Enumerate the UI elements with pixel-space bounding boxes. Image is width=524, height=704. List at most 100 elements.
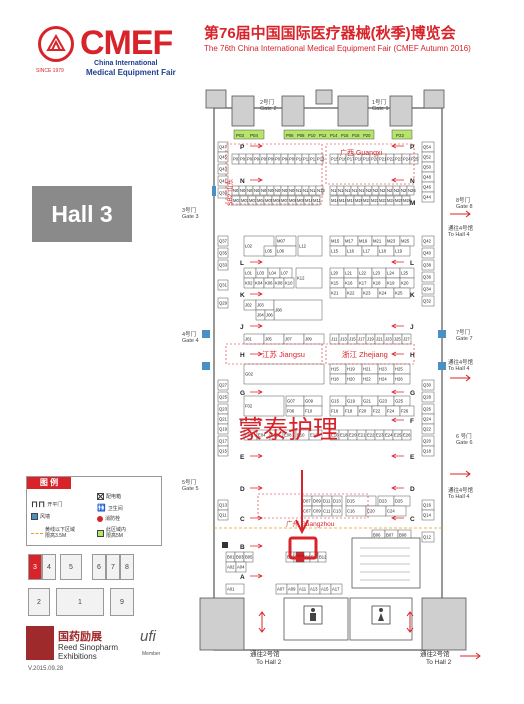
booth-label: A09 (288, 587, 296, 592)
booth-label: F26 (401, 409, 409, 414)
booth-q11[interactable] (217, 509, 229, 521)
booth-q28[interactable] (421, 391, 435, 403)
booth-label: A07 (277, 587, 285, 592)
booth-f10[interactable] (303, 405, 323, 417)
booth-q43[interactable] (217, 163, 229, 175)
booth-j06[interactable] (264, 309, 275, 321)
booth-a04[interactable] (235, 561, 247, 573)
row-letter-left: K (240, 292, 245, 299)
booth-label: A01 (227, 587, 235, 592)
booth-e26[interactable] (401, 429, 412, 441)
booth-q31[interactable] (217, 279, 229, 291)
booth-label: D09 (313, 499, 321, 504)
booth-label: P08 (282, 157, 290, 162)
booth-k10[interactable] (283, 277, 295, 289)
booth-label: A17 (332, 587, 340, 592)
booth-q19[interactable] (217, 423, 229, 435)
booth-label: M01 (233, 198, 242, 203)
legend-item-wind-wall: 风墙 (31, 513, 50, 520)
row-letter-right: G (410, 390, 415, 397)
booth-q30[interactable] (421, 379, 435, 391)
booth-q32[interactable] (421, 295, 435, 307)
booth-label: N21 (373, 188, 381, 193)
booth-q42[interactable] (421, 235, 435, 247)
booth-e12[interactable] (308, 429, 323, 441)
gate-8-label: 8号门 Gate 8 (456, 196, 473, 210)
booth-c13[interactable] (331, 505, 343, 517)
booth-q39[interactable] (217, 187, 229, 199)
booth-q35[interactable] (217, 247, 229, 259)
wind-wall (212, 186, 216, 196)
booth-q14[interactable] (421, 509, 435, 521)
booth-q38[interactable] (421, 259, 435, 271)
booth-q36[interactable] (421, 271, 435, 283)
booth-label: N19 (359, 188, 367, 193)
booth-label: Q22 (423, 427, 432, 432)
booth-m26[interactable] (401, 195, 411, 206)
booth-label: K19 (387, 281, 395, 286)
booth-label: L23 (373, 271, 381, 276)
booth-label: P04 (254, 157, 262, 162)
booth-label: N01 (233, 188, 241, 193)
booth-q29[interactable] (217, 297, 229, 309)
wind-wall (438, 330, 446, 338)
ufi-logo: ufi (140, 628, 156, 645)
booth-label: P15 (331, 157, 339, 162)
booth-f26[interactable] (399, 405, 415, 417)
booth-a01[interactable] (225, 583, 245, 595)
booth-p13[interactable] (315, 153, 324, 165)
booth-p03-p04[interactable] (233, 129, 265, 140)
booth-f02[interactable] (243, 395, 285, 417)
booth-b12[interactable] (317, 551, 327, 563)
booth-m11[interactable] (311, 195, 321, 206)
booth-label: Q38 (423, 263, 432, 268)
booth-q41[interactable] (217, 175, 229, 187)
booth-label: P03 (247, 157, 255, 162)
booth-label: A04 (237, 565, 245, 570)
booth-q15[interactable] (217, 445, 229, 457)
booth-a17[interactable] (330, 583, 343, 595)
booth-c24[interactable] (385, 505, 407, 517)
booth-g02[interactable] (243, 363, 325, 385)
booth-label: J21 (376, 337, 383, 342)
booth-p22[interactable] (391, 129, 413, 140)
booth-q33[interactable] (217, 259, 229, 271)
booth-h26[interactable] (393, 373, 411, 385)
corner-block (421, 597, 467, 651)
booth-label: M10 (305, 198, 314, 203)
booth-q44[interactable] (421, 191, 435, 203)
booth-label: E24 (385, 433, 393, 438)
booth-l06[interactable] (275, 245, 297, 257)
booth-label: Q11 (219, 513, 227, 518)
booth-label: Q45 (219, 155, 228, 160)
booth-l12[interactable] (297, 235, 323, 257)
booth-q25[interactable] (217, 391, 229, 403)
booth-q40[interactable] (421, 247, 435, 259)
booth-label: B08 (399, 533, 407, 538)
booth-b05[interactable] (243, 551, 254, 563)
booth-q27[interactable] (217, 379, 229, 391)
booth-label: P21 (379, 157, 387, 162)
marked-booth-highlight[interactable] (288, 536, 318, 560)
booth-l19[interactable] (393, 245, 411, 257)
booth-q22[interactable] (421, 423, 435, 435)
booth-n26[interactable] (406, 185, 415, 196)
booth-k25[interactable] (393, 287, 411, 299)
overview-hall-6: 6 (92, 554, 106, 580)
page-title-cn: 第76届中国国际医疗器械(秋季)博览会 (204, 25, 456, 42)
booth-q12[interactable] (421, 531, 435, 543)
booth-q34[interactable] (421, 283, 435, 295)
gate-6-label: 6 号门 Gate 6 (456, 432, 473, 446)
booth-n13[interactable] (315, 185, 324, 196)
booth-q18[interactable] (421, 445, 435, 457)
booth-p-green-row[interactable] (283, 129, 375, 140)
booth-label: F22 (373, 409, 381, 414)
booth-label: J11 (331, 337, 338, 342)
booth-label: N06 (268, 188, 276, 193)
hall-overview: 3 4 5 6 7 8 2 1 9 (26, 552, 136, 618)
booth-k12[interactable] (295, 267, 323, 289)
booth-q37[interactable] (217, 235, 229, 247)
booth-label: K17 (359, 281, 367, 286)
stair-block (351, 537, 421, 589)
booth-q45[interactable] (217, 151, 229, 163)
